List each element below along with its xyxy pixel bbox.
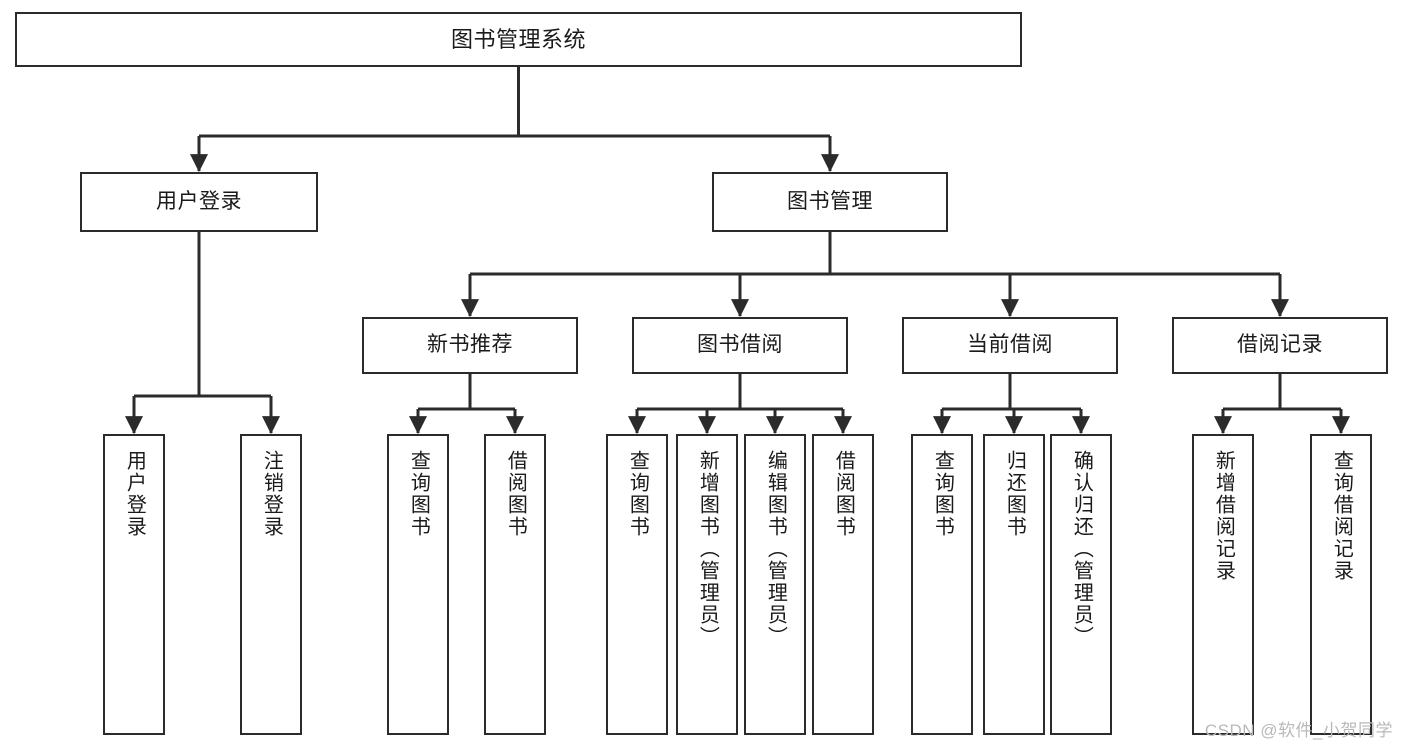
node-leaf-add-book[interactable]: 新增图书（管理员） <box>676 434 738 735</box>
node-book-borrow[interactable]: 图书借阅 <box>632 317 848 374</box>
node-book-manage[interactable]: 图书管理 <box>712 172 948 232</box>
node-label-book-borrow: 图书借阅 <box>697 333 783 357</box>
node-label-root: 图书管理系统 <box>450 26 586 52</box>
node-leaf-logout[interactable]: 注销登录 <box>240 434 302 735</box>
node-label-borrow-record: 借阅记录 <box>1237 333 1323 357</box>
watermark-text: CSDN @软件_小贺同学 <box>1204 721 1393 740</box>
node-leaf-add-record[interactable]: 新增借阅记录 <box>1192 434 1254 735</box>
node-label-leaf-query-1: 查询图书 <box>407 450 430 538</box>
node-leaf-query-2[interactable]: 查询图书 <box>606 434 668 735</box>
node-leaf-confirm[interactable]: 确认归还（管理员） <box>1050 434 1112 735</box>
node-label-leaf-logout: 注销登录 <box>260 450 283 538</box>
node-label-leaf-add-book: 新增图书（管理员） <box>696 450 719 648</box>
node-label-leaf-qry-record: 查询借阅记录 <box>1330 450 1353 582</box>
connector-paths <box>125 67 1350 435</box>
node-leaf-query-3[interactable]: 查询图书 <box>911 434 973 735</box>
node-leaf-qry-record[interactable]: 查询借阅记录 <box>1310 434 1372 735</box>
node-label-book-manage: 图书管理 <box>787 189 873 213</box>
node-label-leaf-return: 归还图书 <box>1003 450 1026 538</box>
node-leaf-borrow-1[interactable]: 借阅图书 <box>484 434 546 735</box>
node-user-login[interactable]: 用户登录 <box>80 172 318 232</box>
node-label-leaf-edit-book: 编辑图书（管理员） <box>764 450 787 648</box>
node-leaf-borrow-2[interactable]: 借阅图书 <box>812 434 874 735</box>
node-label-leaf-add-record: 新增借阅记录 <box>1212 450 1235 582</box>
node-label-leaf-user-login: 用户登录 <box>123 450 146 538</box>
node-label-leaf-query-3: 查询图书 <box>931 450 954 538</box>
node-label-leaf-borrow-2: 借阅图书 <box>832 450 855 538</box>
node-new-book-rec[interactable]: 新书推荐 <box>362 317 578 374</box>
node-label-leaf-borrow-1: 借阅图书 <box>504 450 527 538</box>
node-current-borrow[interactable]: 当前借阅 <box>902 317 1118 374</box>
node-leaf-query-1[interactable]: 查询图书 <box>387 434 449 735</box>
node-label-leaf-query-2: 查询图书 <box>626 450 649 538</box>
node-borrow-record[interactable]: 借阅记录 <box>1172 317 1388 374</box>
node-label-current-borrow: 当前借阅 <box>967 333 1053 357</box>
node-label-new-book-rec: 新书推荐 <box>427 333 513 357</box>
node-label-user-login: 用户登录 <box>156 189 242 213</box>
node-leaf-user-login[interactable]: 用户登录 <box>103 434 165 735</box>
node-leaf-edit-book[interactable]: 编辑图书（管理员） <box>744 434 806 735</box>
node-label-leaf-confirm: 确认归还（管理员） <box>1070 450 1093 648</box>
node-leaf-return[interactable]: 归还图书 <box>983 434 1045 735</box>
node-root[interactable]: 图书管理系统 <box>15 12 1022 67</box>
